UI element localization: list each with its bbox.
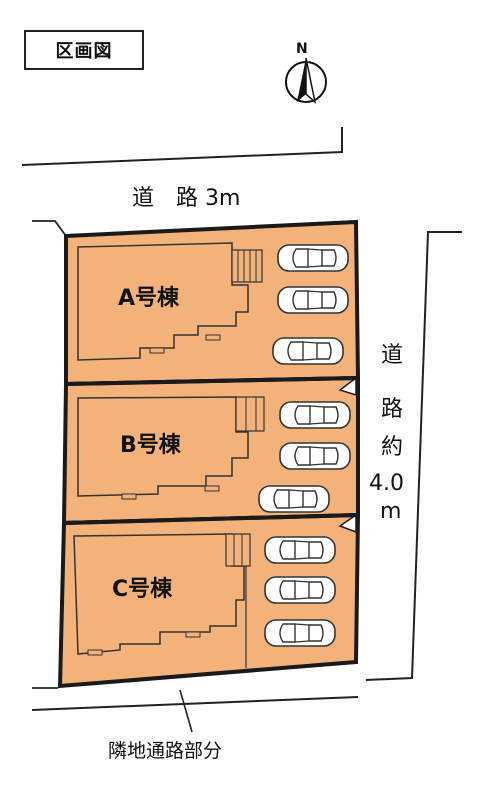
parking-b-1: [279, 401, 351, 429]
compass-label: N: [296, 41, 308, 57]
parking-c-1: [264, 536, 336, 564]
road-right-edge: [365, 231, 462, 681]
parking-c-2: [264, 576, 336, 604]
parking-b-2: [279, 442, 351, 470]
lot-c-label: C号棟: [112, 576, 173, 602]
building-a: [77, 242, 249, 361]
stair-a: [231, 249, 263, 283]
parking-a-2: [277, 286, 349, 314]
lot-c: C号棟: [57, 512, 361, 689]
building-b: [77, 396, 249, 497]
road-bottom-label: 隣地通路部分: [108, 740, 222, 762]
road-right-char-4: 4.0: [369, 471, 404, 496]
parking-c-3: [264, 619, 336, 647]
page-title: 区画図: [24, 30, 144, 70]
stair-c: [225, 533, 251, 567]
road-right-char-3: 約: [381, 435, 403, 460]
parking-a-3: [272, 337, 344, 365]
lot-b-label: B号棟: [120, 432, 182, 458]
lot-b: B号棟: [61, 375, 360, 526]
road-right-char-2: 路: [381, 397, 403, 422]
road-right-char-5: m: [380, 499, 401, 524]
parking-b-3: [258, 485, 330, 513]
road-top-label: 道 路 3m: [132, 186, 240, 211]
road-top-edge: [21, 127, 343, 166]
road-right-label: 道 路 約 4.0 m: [369, 343, 404, 524]
leader-line: [179, 689, 193, 733]
lot-a-label: A号棟: [118, 285, 180, 311]
road-right-char-1: 道: [381, 343, 403, 368]
stair-b: [235, 396, 265, 432]
parking-a-1: [277, 244, 349, 272]
north-arrow-icon: N: [285, 41, 327, 105]
road-bottom-edge: [31, 696, 359, 711]
lot-a: A号棟: [64, 219, 361, 387]
